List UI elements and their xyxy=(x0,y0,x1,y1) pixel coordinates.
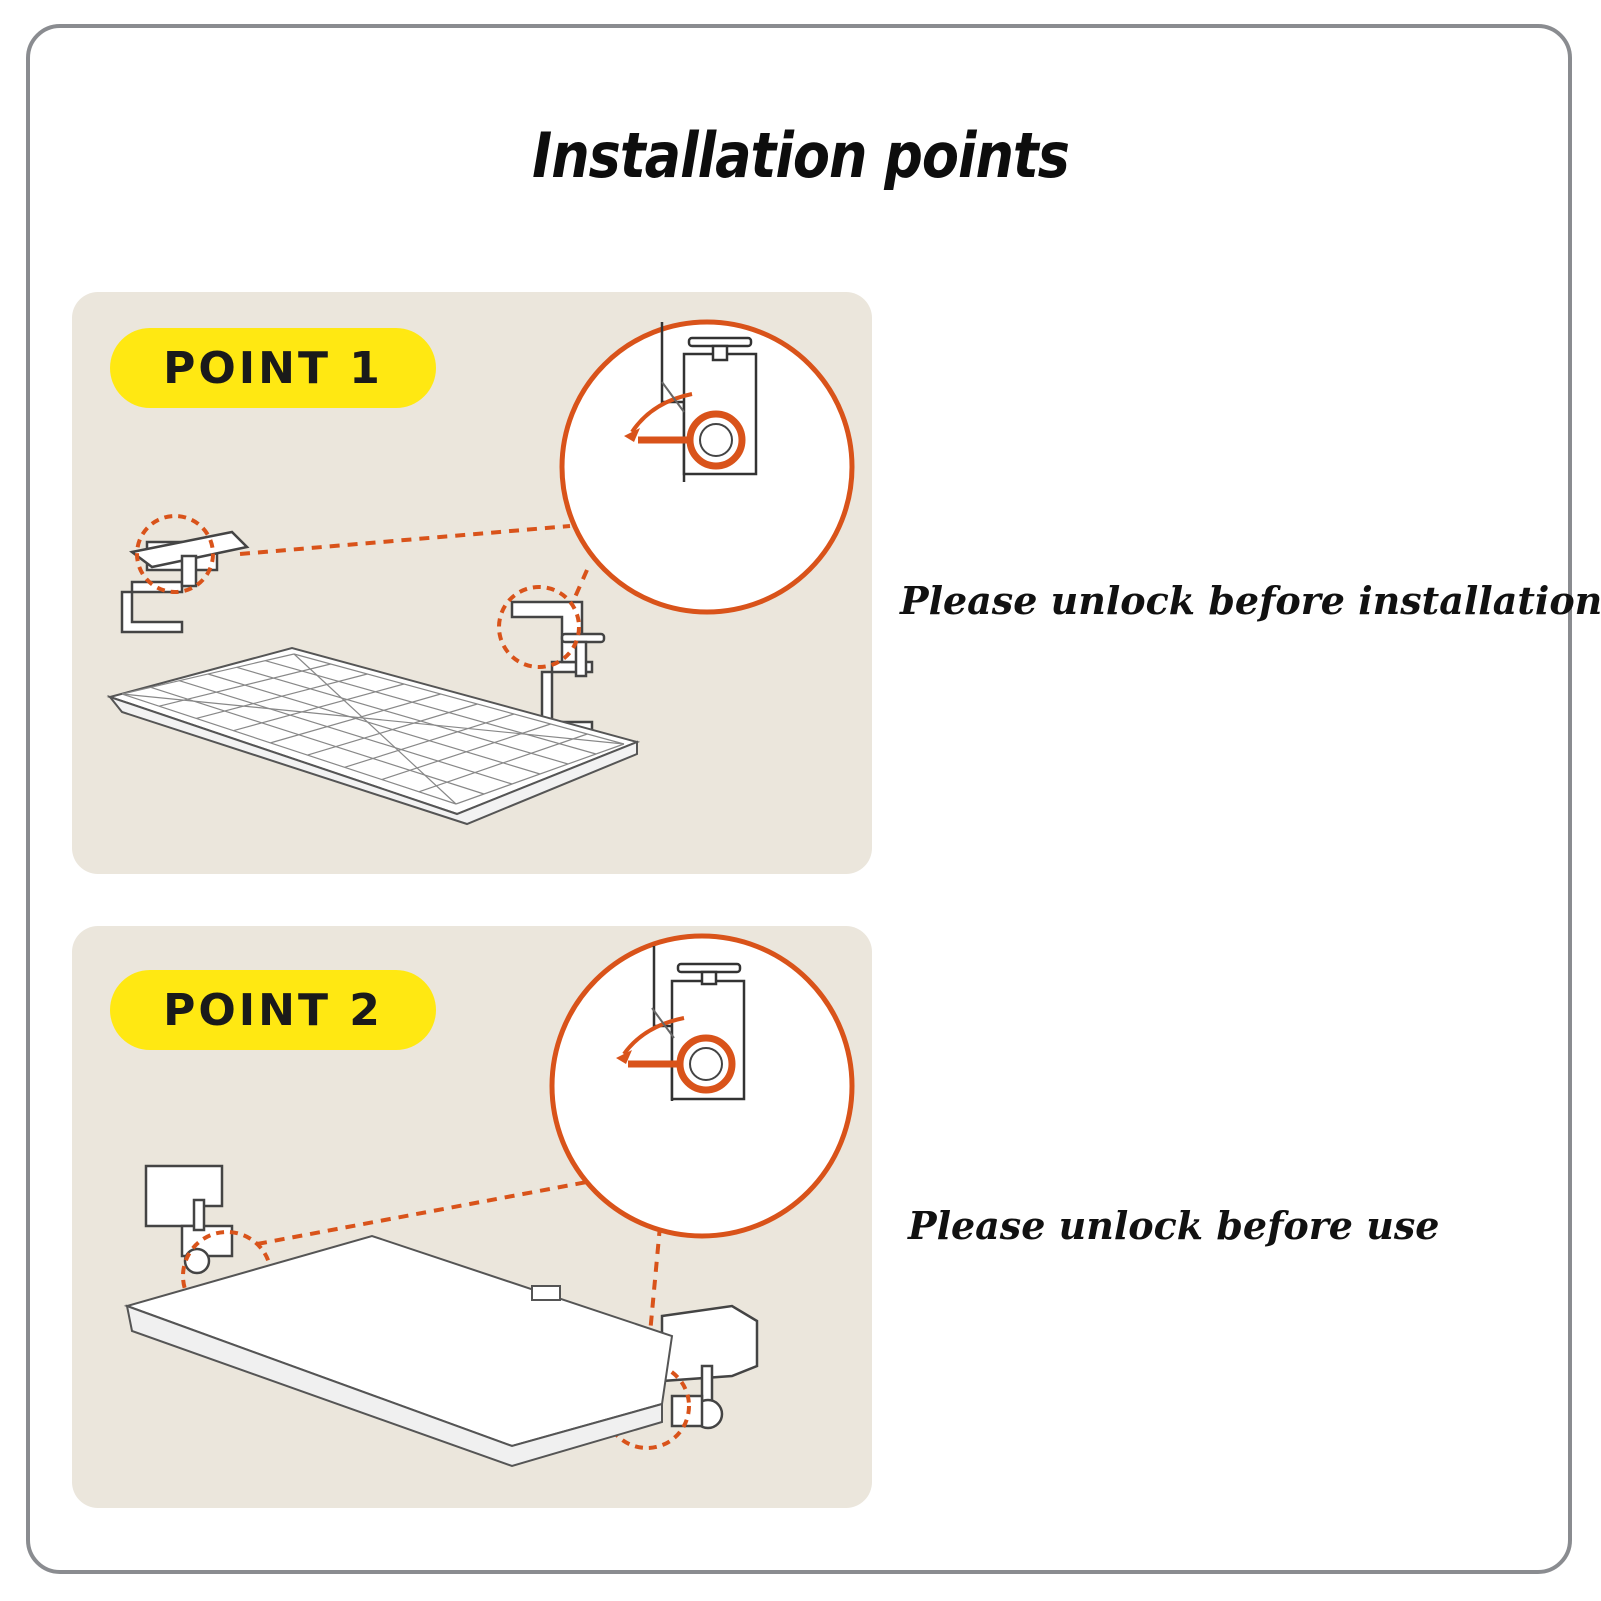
tray-grid-line xyxy=(121,693,457,805)
connector-line-left xyxy=(256,1180,588,1246)
page-title: Installation points xyxy=(532,119,1070,192)
tray-grid-diagonal xyxy=(293,653,457,805)
right-clamp-highlight xyxy=(497,585,581,669)
magnifier-detail xyxy=(559,319,855,615)
magnifier-detail xyxy=(549,933,855,1239)
tray xyxy=(123,1234,674,1468)
left-clamp-highlight xyxy=(135,514,215,594)
tray xyxy=(106,646,641,826)
tray-grid-line xyxy=(150,686,485,795)
point-1-panel: POINT 1 xyxy=(72,292,872,874)
left-clamp xyxy=(120,530,250,634)
tray-grid-line xyxy=(207,673,541,775)
connector-line-left xyxy=(239,524,571,556)
tray-grid-line xyxy=(293,653,625,745)
right-clamp xyxy=(660,1304,759,1430)
connector-line-right xyxy=(570,569,589,605)
point-1-caption: Please unlock before installation xyxy=(900,578,1601,623)
point-2-badge: POINT 2 xyxy=(110,970,436,1050)
point-2-panel: POINT 2 xyxy=(72,926,872,1508)
point-2-caption: Please unlock before use xyxy=(908,1203,1440,1248)
tray-grid-line xyxy=(236,666,569,765)
tray-grid xyxy=(121,653,625,805)
tray-grid-line xyxy=(265,660,597,755)
point-1-illustration xyxy=(106,319,855,826)
point-2-illustration xyxy=(123,933,855,1468)
tray-grid-diagonal xyxy=(121,693,625,745)
left-clamp xyxy=(144,1164,234,1275)
point-1-badge: POINT 1 xyxy=(110,328,436,408)
tray-grid-line xyxy=(179,680,513,785)
